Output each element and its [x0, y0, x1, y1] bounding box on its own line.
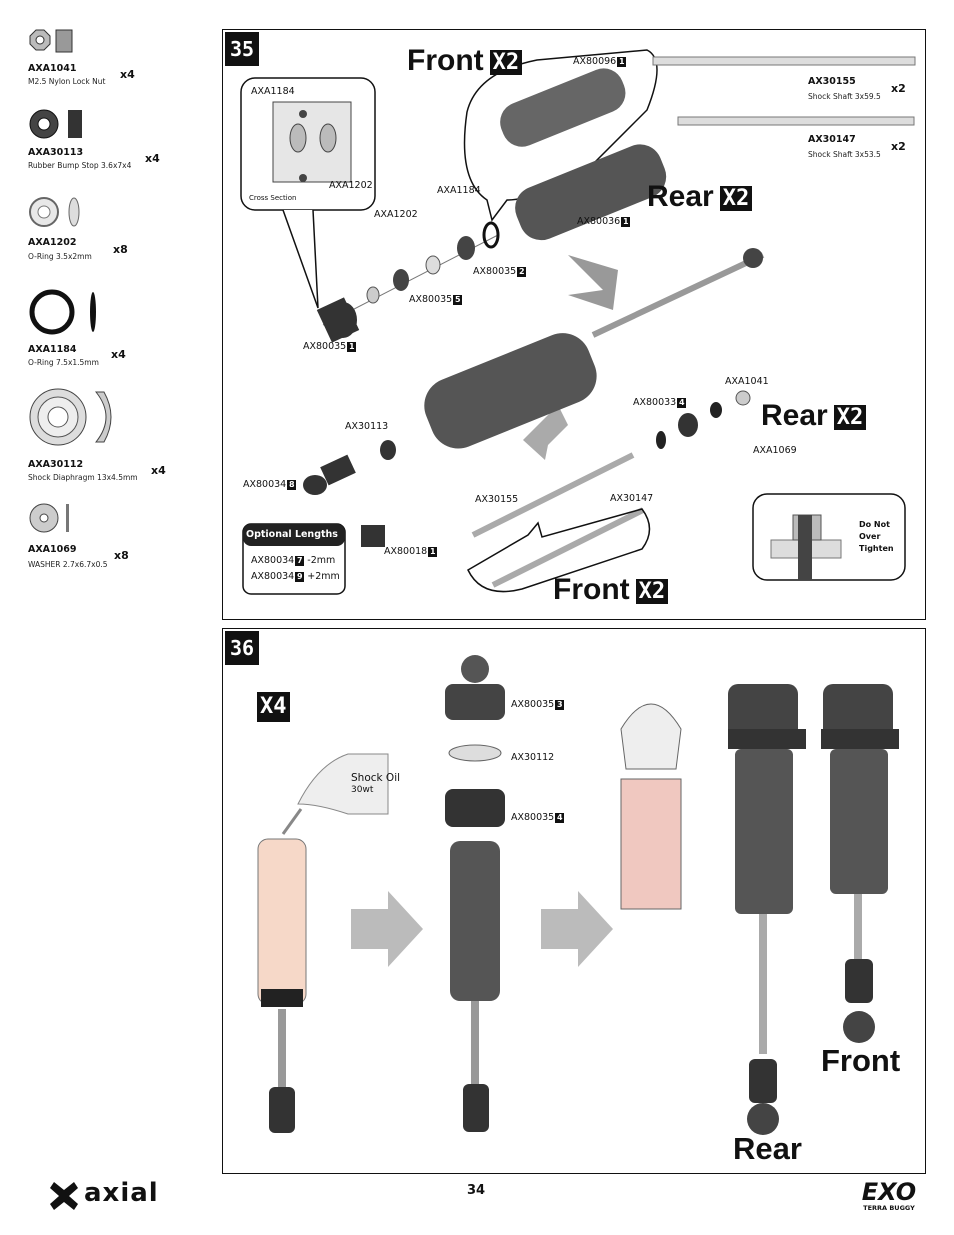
part-desc: WASHER 2.7x6.7x0.5: [28, 560, 108, 569]
shaft-code: AX30147: [808, 134, 856, 145]
part-code: AXA30112: [28, 459, 84, 470]
label-ax30147: AX30147: [610, 493, 654, 504]
shaft-qty: x2: [891, 82, 906, 95]
part-desc: Shock Diaphragm 13x4.5mm: [28, 473, 138, 482]
shaft-qty: x2: [891, 140, 906, 153]
rear-label: Rear: [733, 1131, 802, 1166]
part-desc: M2.5 Nylon Lock Nut: [28, 77, 106, 86]
shaft-desc: Shock Shaft 3x53.5: [808, 150, 881, 159]
shaft-code: AX30155: [808, 76, 856, 87]
exo-logo-sub: TERRA BUGGY: [863, 1204, 915, 1212]
part-qty: x8: [114, 549, 129, 562]
front-label: Front: [821, 1043, 901, 1078]
qty-badge: X2: [489, 49, 523, 75]
part-desc: O-Ring 7.5x1.5mm: [28, 358, 99, 367]
part-code: AXA1041: [28, 63, 77, 74]
part-qty: x4: [111, 348, 126, 361]
label-oil-weight: 30wt: [351, 785, 374, 795]
label-shock-oil: Shock Oil: [351, 772, 401, 784]
do-not-over-tighten-note: Do Not Over Tighten: [859, 520, 894, 553]
qty-badge: X2: [833, 404, 867, 430]
rear-text: Rear: [647, 180, 714, 213]
part-code: AXA1184: [28, 344, 77, 355]
label-ax30112: AX30112: [511, 752, 555, 763]
part-desc: O-Ring 3.5x2mm: [28, 252, 92, 261]
label-axa1041: AXA1041: [725, 376, 769, 387]
label-ax30155: AX30155: [475, 494, 519, 505]
part-qty: x4: [145, 152, 160, 165]
part-qty: x4: [120, 68, 135, 81]
label-axa1069: AXA1069: [753, 445, 797, 456]
front-text: Front: [553, 573, 630, 606]
label-ax30113: AX30113: [345, 421, 389, 432]
exo-logo-text: EXO: [861, 1178, 917, 1206]
axial-logo-icon: [50, 1182, 78, 1210]
part-qty: x4: [151, 464, 166, 477]
part-code: AXA1069: [28, 544, 77, 555]
label-axa1202: AXA1202: [329, 180, 373, 191]
qty-badge: X4: [257, 692, 290, 722]
front-text: Front: [407, 44, 484, 77]
shaft-desc: Shock Shaft 3x59.5: [808, 92, 881, 101]
step-number: 35: [225, 32, 259, 66]
label-axa1184-b: AXA1184: [437, 185, 481, 196]
rear-text: Rear: [761, 399, 828, 432]
label-axa1202-b: AXA1202: [374, 209, 418, 220]
part-desc: Rubber Bump Stop 3.6x7x4: [28, 161, 132, 170]
label-axa1184: AXA1184: [251, 86, 295, 97]
part-code: AXA30113: [28, 147, 84, 158]
exo-logo: EXO TERRA BUGGY: [854, 1180, 924, 1212]
footer-brand: axial: [46, 1176, 196, 1212]
label-cross-section: Cross Section: [249, 194, 297, 202]
optional-lengths-title: Optional Lengths: [246, 529, 338, 540]
page-number: 34: [467, 1183, 486, 1198]
step-number: 36: [225, 631, 259, 665]
qty-badge: X2: [719, 185, 753, 211]
part-code: AXA1202: [28, 237, 77, 248]
shock-assembly-diagram: [257, 655, 899, 1135]
qty-badge: X2: [635, 578, 669, 604]
brand-name: axial: [84, 1178, 159, 1208]
part-qty: x8: [113, 243, 128, 256]
shock-exploded-diagram: [240, 49, 916, 595]
